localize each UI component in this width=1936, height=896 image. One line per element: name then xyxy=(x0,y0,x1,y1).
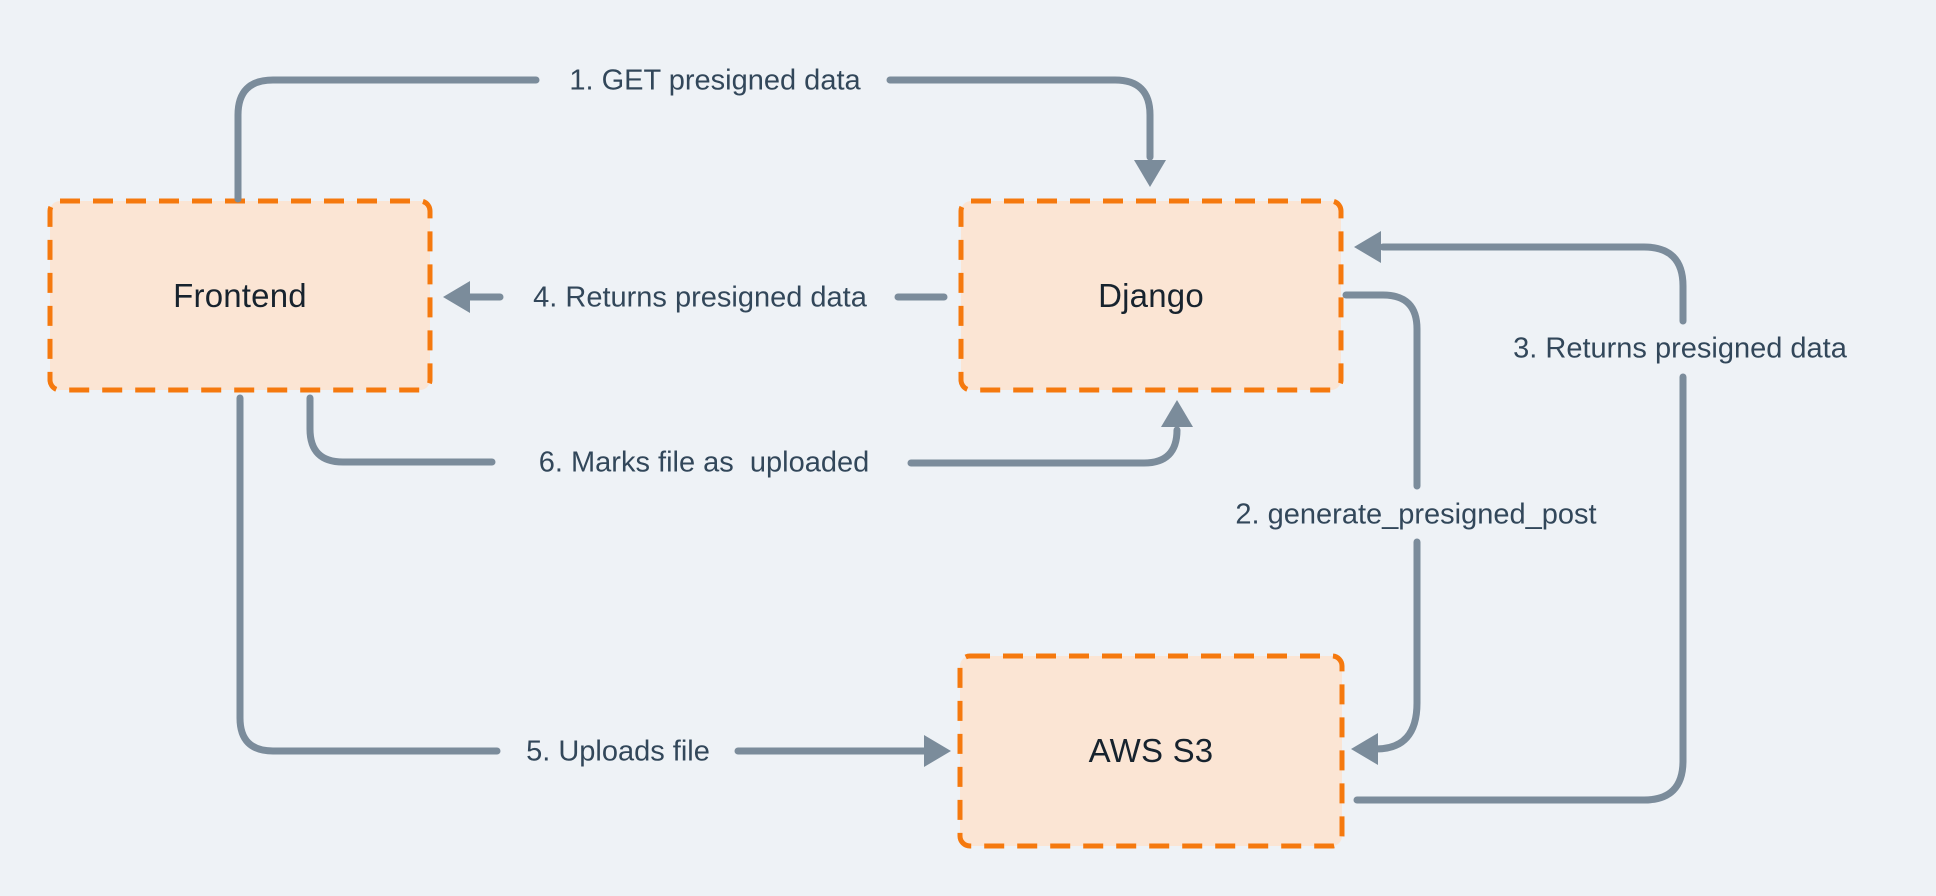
flow-5-line-left xyxy=(236,394,501,755)
node-aws-s3-box xyxy=(957,653,1345,849)
flow-1-line-left xyxy=(234,76,540,203)
flow-3-arrowhead xyxy=(1354,231,1381,263)
flow-2-line-bottom xyxy=(1372,538,1421,753)
flow-6-arrowhead xyxy=(1161,400,1193,427)
flow-3-line-top xyxy=(1379,243,1687,325)
flow-2-line-top xyxy=(1342,291,1421,490)
flow-2-arrowhead xyxy=(1351,733,1378,765)
flow-4-arrowhead xyxy=(443,281,470,313)
node-django-box xyxy=(958,198,1344,393)
flow-5-arrowhead xyxy=(924,735,951,767)
flow-6-line-right xyxy=(907,426,1181,467)
flow-1-line-right xyxy=(886,76,1154,161)
flow-1-arrowhead xyxy=(1134,160,1166,187)
flow-6-line-left xyxy=(306,394,496,466)
node-frontend-box xyxy=(47,198,433,393)
flow-3-line-bottom xyxy=(1353,373,1687,804)
